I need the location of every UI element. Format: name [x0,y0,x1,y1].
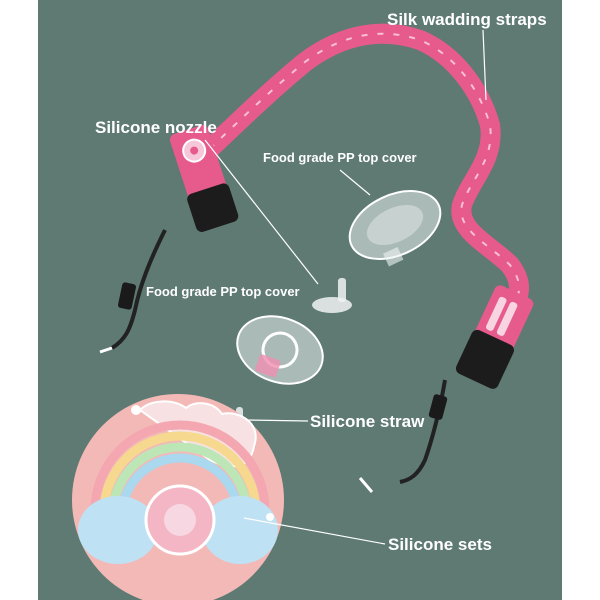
silicone-nozzle-part [312,278,352,313]
buckle-left [118,282,136,310]
hook-right [358,477,374,493]
left-margin [0,0,38,600]
label-top-cover-upper: Food grade PP top cover [263,150,417,165]
leader-nozzle [204,139,319,285]
leader-cover-upper [339,169,371,196]
bottle-body [72,394,284,600]
label-silicone-straw: Silicone straw [310,412,425,431]
leader-straps [482,29,487,101]
right-margin [562,0,600,600]
hook-left [99,346,113,354]
strap-long-edge [197,32,520,316]
buckle-right [428,394,448,420]
label-silk-wadding-straps: Silk wadding straps [387,10,547,29]
strap-end-right [455,285,534,389]
leader-lines [204,29,487,545]
label-top-cover-lower: Food grade PP top cover [146,284,300,299]
label-silicone-sets: Silicone sets [388,535,492,554]
strap-end-left [169,125,239,232]
leader-sets [243,517,386,545]
leader-straw [245,419,309,422]
top-cover-lower [236,315,324,385]
label-silicone-nozzle: Silicone nozzle [95,118,217,137]
strap-long [188,23,529,325]
clip-cord-left [110,229,167,350]
top-cover-upper [348,190,442,267]
